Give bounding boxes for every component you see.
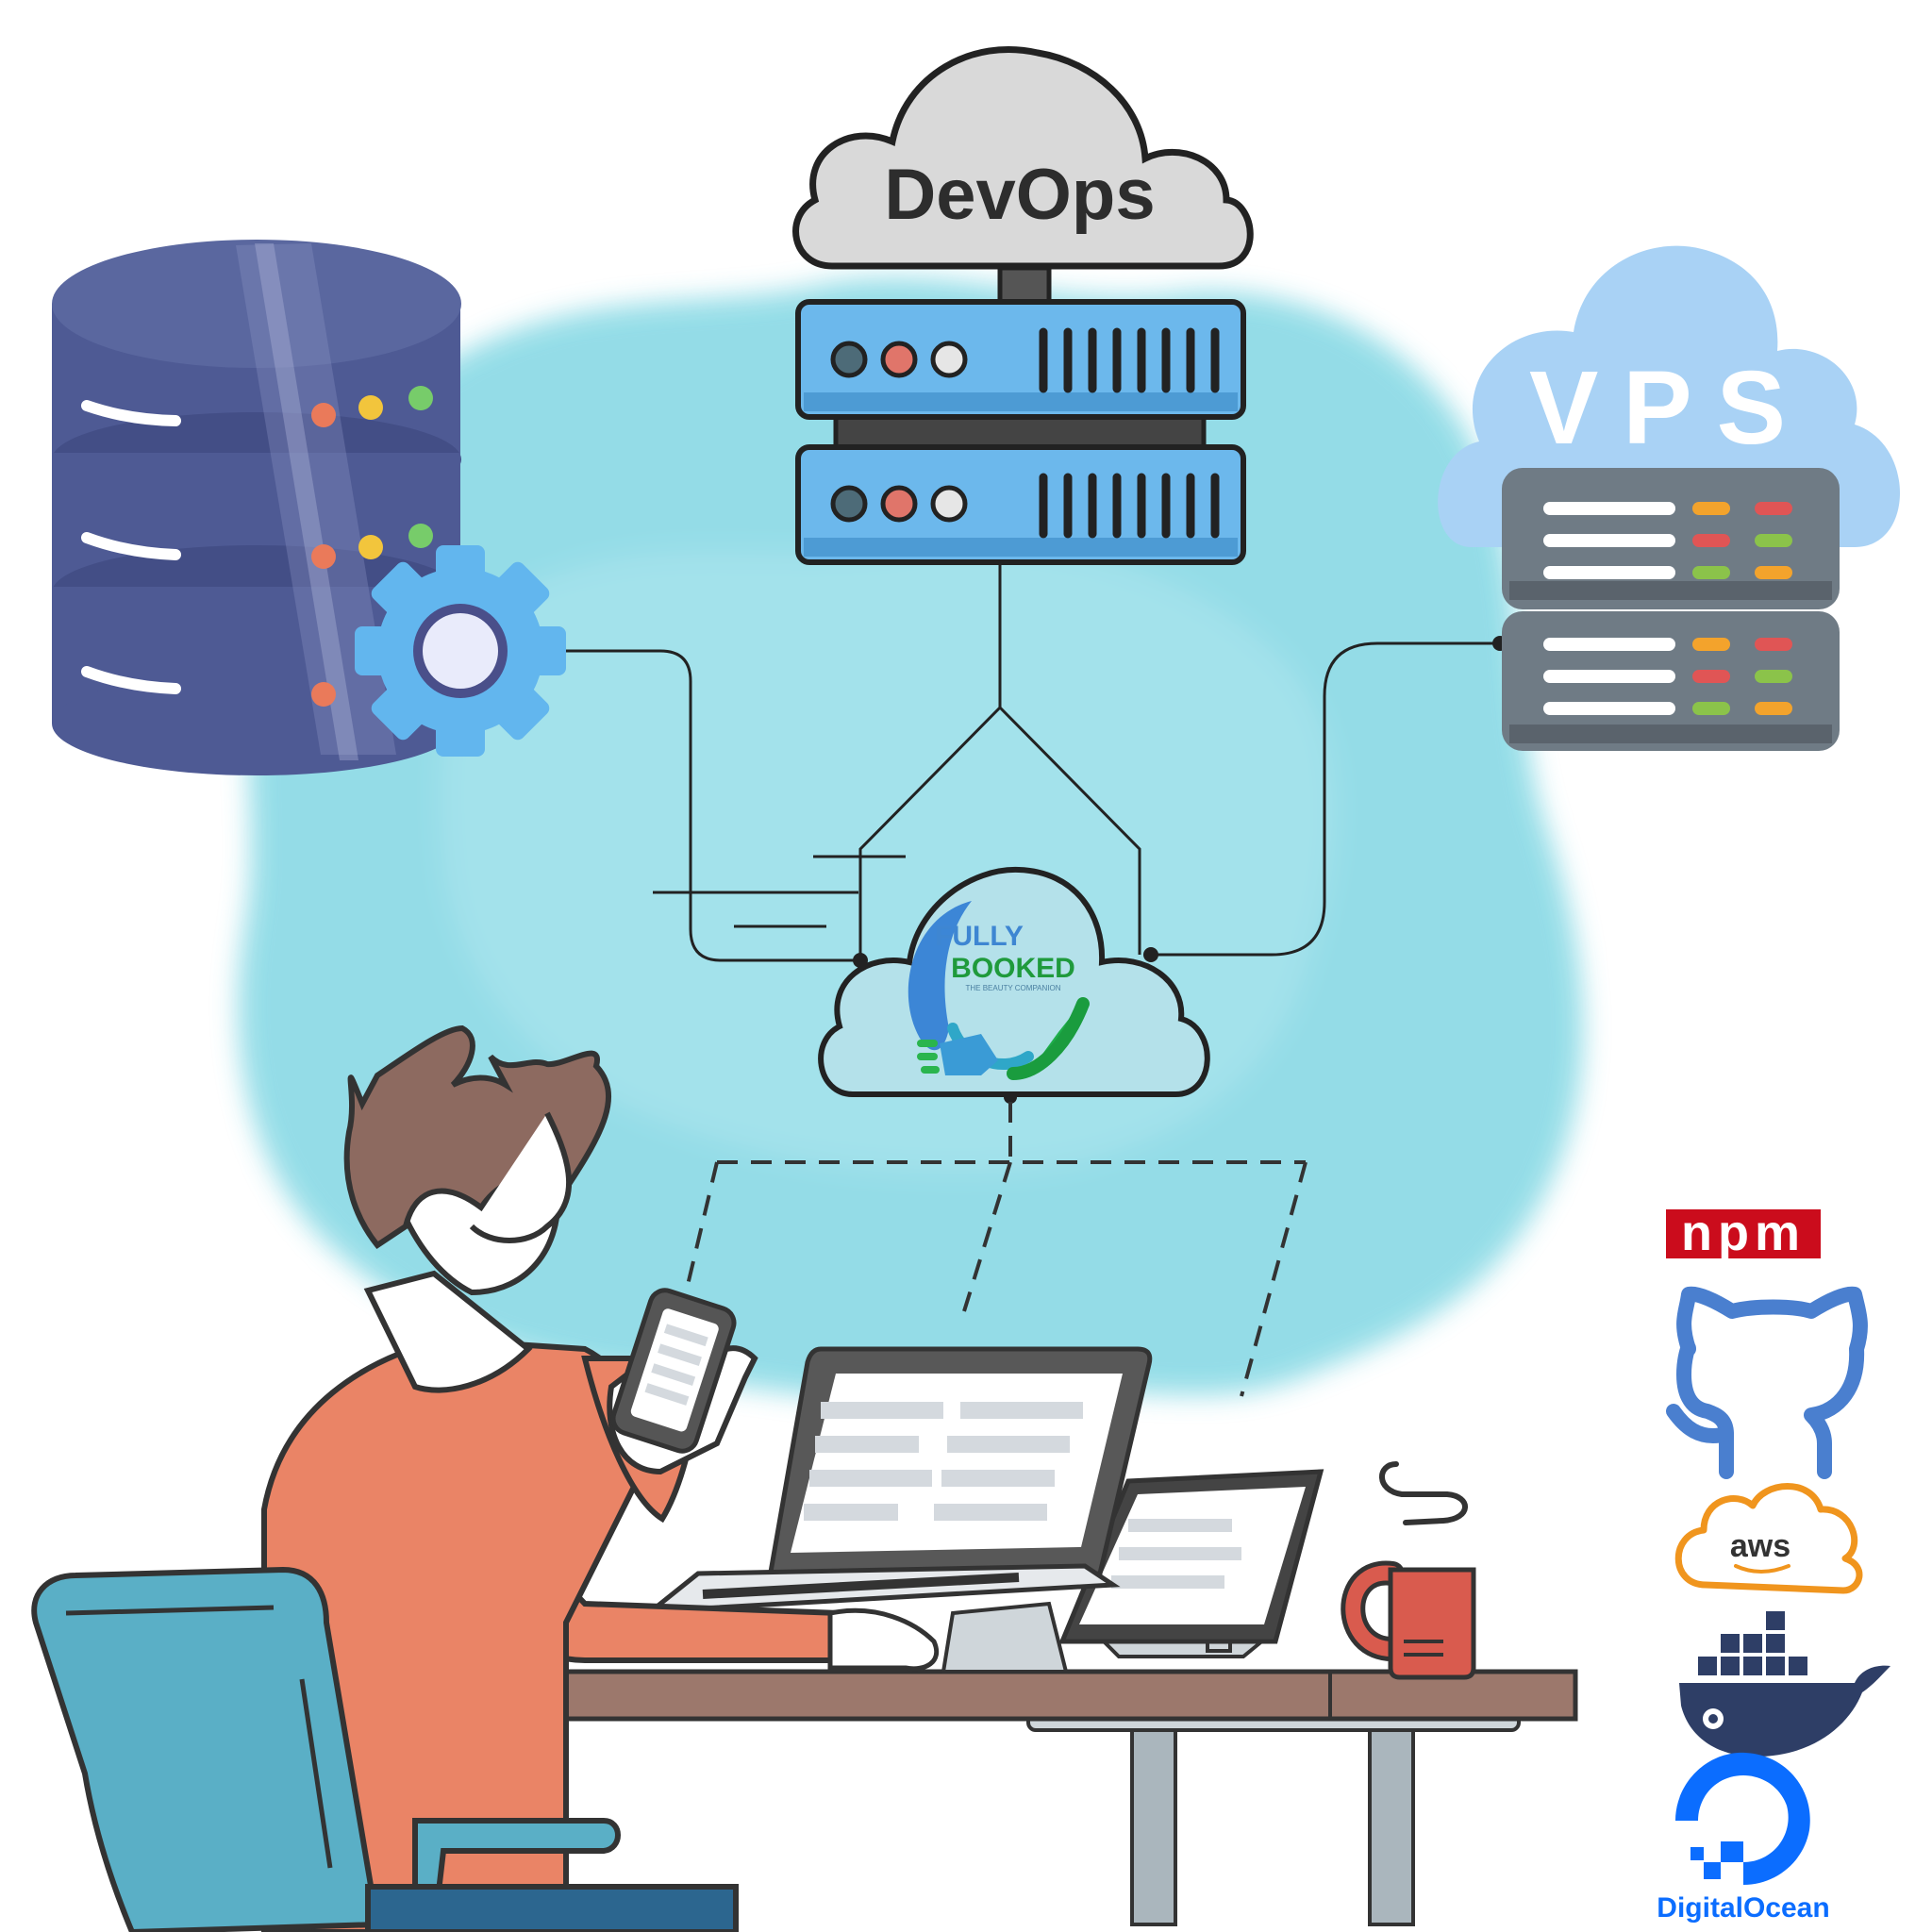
dashed-projection <box>677 1102 1307 1397</box>
hand-typing <box>827 1607 940 1672</box>
fully-booked-logo: FULLY BOOKED THE BEAUTY COMPANION <box>908 901 1090 1080</box>
coffee-mug <box>1341 1461 1476 1680</box>
brand-line2: BOOKED <box>951 953 1075 984</box>
connection-lines <box>519 564 1500 962</box>
desk <box>497 1669 1578 1926</box>
database-status-lights <box>311 386 433 707</box>
devops-label: DevOps <box>884 155 1155 235</box>
vps-label: VPS <box>1529 350 1810 466</box>
npm-logo: npm <box>1666 1205 1821 1261</box>
npm-label: npm <box>1681 1205 1806 1261</box>
brand-line1: FULLY <box>935 921 1024 952</box>
brand-tagline: THE BEAUTY COMPANION <box>965 984 1060 992</box>
devops-server-icon <box>795 265 1246 565</box>
vps-server-icon <box>1502 468 1840 751</box>
phone-device <box>607 1288 758 1475</box>
database-icon <box>52 240 461 775</box>
laptop-device <box>643 1346 1153 1674</box>
digitalocean-label: DigitalOcean <box>1657 1892 1829 1924</box>
github-icon <box>1666 1286 1868 1479</box>
database-connector <box>519 649 860 962</box>
hair <box>343 1024 612 1250</box>
person <box>261 1024 940 1932</box>
aws-icon: aws <box>1674 1483 1863 1594</box>
devops-connector <box>858 564 1141 960</box>
tablet-device <box>1058 1469 1324 1658</box>
vps-connector <box>1151 641 1500 957</box>
digitalocean-icon: DigitalOcean <box>1657 1752 1830 1924</box>
gear-icon <box>355 545 566 757</box>
aws-label: aws <box>1730 1528 1790 1564</box>
docker-icon <box>1679 1611 1890 1757</box>
fully-booked-cloud <box>818 866 1210 1097</box>
devops-cloud: DevOps <box>792 46 1254 270</box>
office-chair <box>31 1566 739 1932</box>
